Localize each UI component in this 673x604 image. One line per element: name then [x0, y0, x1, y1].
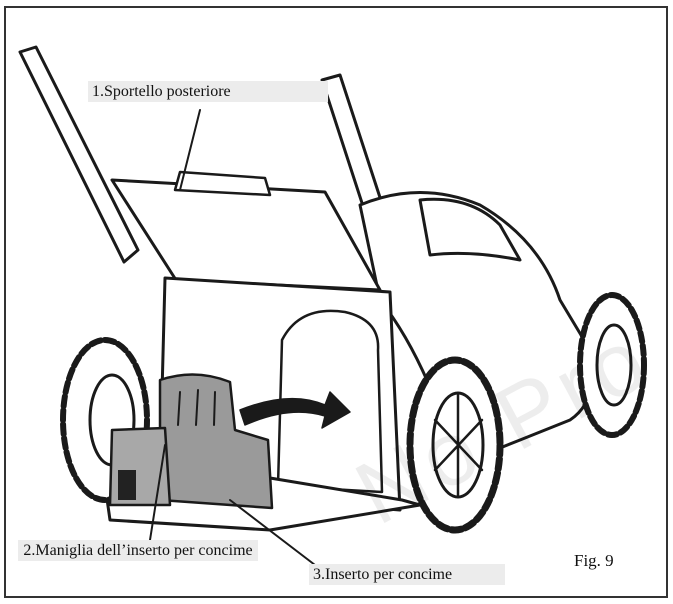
rear-door — [110, 178, 382, 292]
body-hood — [418, 197, 522, 262]
mulch-insert — [158, 373, 274, 510]
leader-line-3 — [229, 499, 316, 566]
leader-line-2 — [149, 444, 166, 541]
rear-door-handle — [173, 170, 272, 197]
right-front-wheel-hub — [595, 323, 633, 407]
leader-line-1 — [179, 109, 201, 191]
insert-direction-arrow — [239, 391, 351, 429]
left-handle — [18, 45, 140, 264]
figure-frame — [4, 6, 668, 598]
mulch-insert-label: 3.Inserto per concime — [309, 564, 505, 585]
insert-handle-label: 2.Maniglia dell’inserto per concime — [18, 540, 258, 561]
figure-number: Fig. 9 — [574, 551, 614, 570]
rear-door-label: 1.Sportello posteriore — [88, 81, 328, 102]
